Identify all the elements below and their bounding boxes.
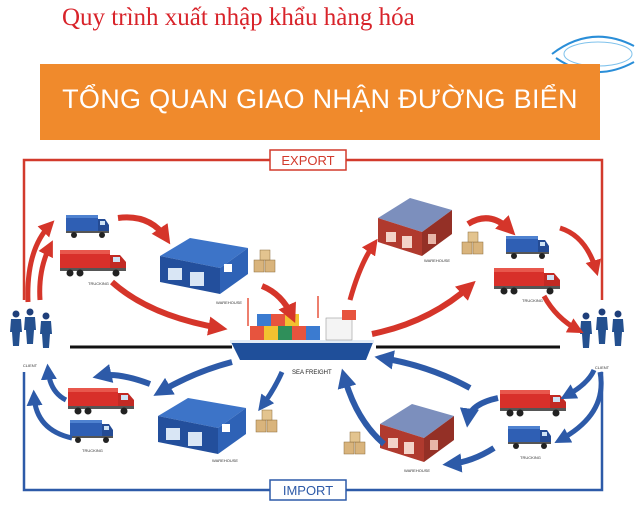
arrow-export-10	[541, 294, 584, 334]
arrow-import-6	[337, 368, 386, 447]
client-right	[580, 308, 624, 348]
import-label: IMPORT	[283, 483, 333, 498]
sea-freight-label: SEA FREIGHT	[292, 370, 332, 376]
warehouse-import-right	[380, 404, 454, 462]
arrow-export-3	[117, 214, 171, 245]
warehouse-export-right-label: WAREHOUSE	[424, 258, 450, 263]
truck-red-export-right	[494, 268, 560, 295]
trucking-import-right-label: TRUCKING	[520, 455, 541, 460]
import-label-box	[269, 479, 347, 501]
warehouse-export-right	[378, 198, 452, 256]
client-left-label: CLIENT	[23, 363, 38, 368]
arrow-import-1	[560, 368, 597, 400]
truck-red-import-left	[68, 388, 134, 415]
arrow-import-5	[374, 350, 472, 391]
trucking-import-left-label: TRUCKING	[82, 448, 103, 453]
truck-blue-export-right	[506, 236, 549, 259]
arrow-import-9	[92, 364, 152, 387]
boxes-export-left	[253, 249, 276, 273]
ship-icon	[230, 296, 374, 360]
truck-blue-export-left	[66, 215, 109, 238]
export-frame-left	[22, 158, 270, 300]
truck-red-export-left	[60, 250, 126, 277]
arrow-import-3	[459, 395, 499, 428]
title-banner: TỔNG QUAN GIAO NHẬN ĐƯỜNG BIỂN	[40, 64, 600, 140]
import-frame-right	[346, 372, 604, 492]
arrow-import-7	[153, 359, 233, 396]
arrow-export-4	[110, 279, 228, 336]
import-frame-left	[22, 372, 270, 492]
truck-blue-import-left	[70, 420, 113, 443]
warehouse-import-left	[158, 398, 246, 454]
boxes-import-left	[255, 409, 278, 433]
banner-title: TỔNG QUAN GIAO NHẬN ĐƯỜNG BIỂN	[62, 84, 578, 114]
boxes-export-right	[461, 231, 484, 255]
export-label: EXPORT	[281, 153, 334, 168]
arrow-import-11	[26, 389, 73, 441]
sea-freight-diagram: EXPORT IMPORT CLIENT CLIENT TRUCKING WAR…	[10, 149, 624, 501]
warehouse-import-right-label: WAREHOUSE	[404, 468, 430, 473]
arrow-import-8	[258, 370, 285, 412]
truck-red-import-right	[500, 390, 566, 417]
arrow-export-1	[37, 240, 53, 301]
arrow-export-9	[559, 225, 601, 277]
arrow-export-7	[371, 280, 476, 337]
warehouse-export-left	[160, 238, 248, 294]
boxes-import-right	[343, 431, 366, 455]
warehouse-import-left-label: WAREHOUSE	[212, 458, 238, 463]
client-right-label: CLIENT	[595, 365, 610, 370]
trucking-export-left-label: TRUCKING	[88, 281, 109, 286]
arrow-export-2	[25, 220, 55, 303]
arrow-import-10	[40, 363, 68, 403]
arrow-export-8	[466, 215, 516, 236]
export-label-box	[269, 149, 347, 171]
arrow-export-5	[260, 283, 296, 323]
page-title: Quy trình xuất nhập khẩu hàng hóa	[62, 4, 415, 31]
arrow-import-4	[442, 445, 496, 473]
arrow-import-2	[554, 371, 604, 444]
warehouse-export-left-label: WAREHOUSE	[216, 300, 242, 305]
trucking-export-right-label: TRUCKING	[522, 298, 543, 303]
arrow-export-6	[347, 238, 378, 301]
truck-blue-import-right	[508, 426, 551, 449]
client-left	[10, 308, 52, 348]
company-logo	[551, 35, 635, 73]
export-frame-right	[346, 158, 604, 300]
